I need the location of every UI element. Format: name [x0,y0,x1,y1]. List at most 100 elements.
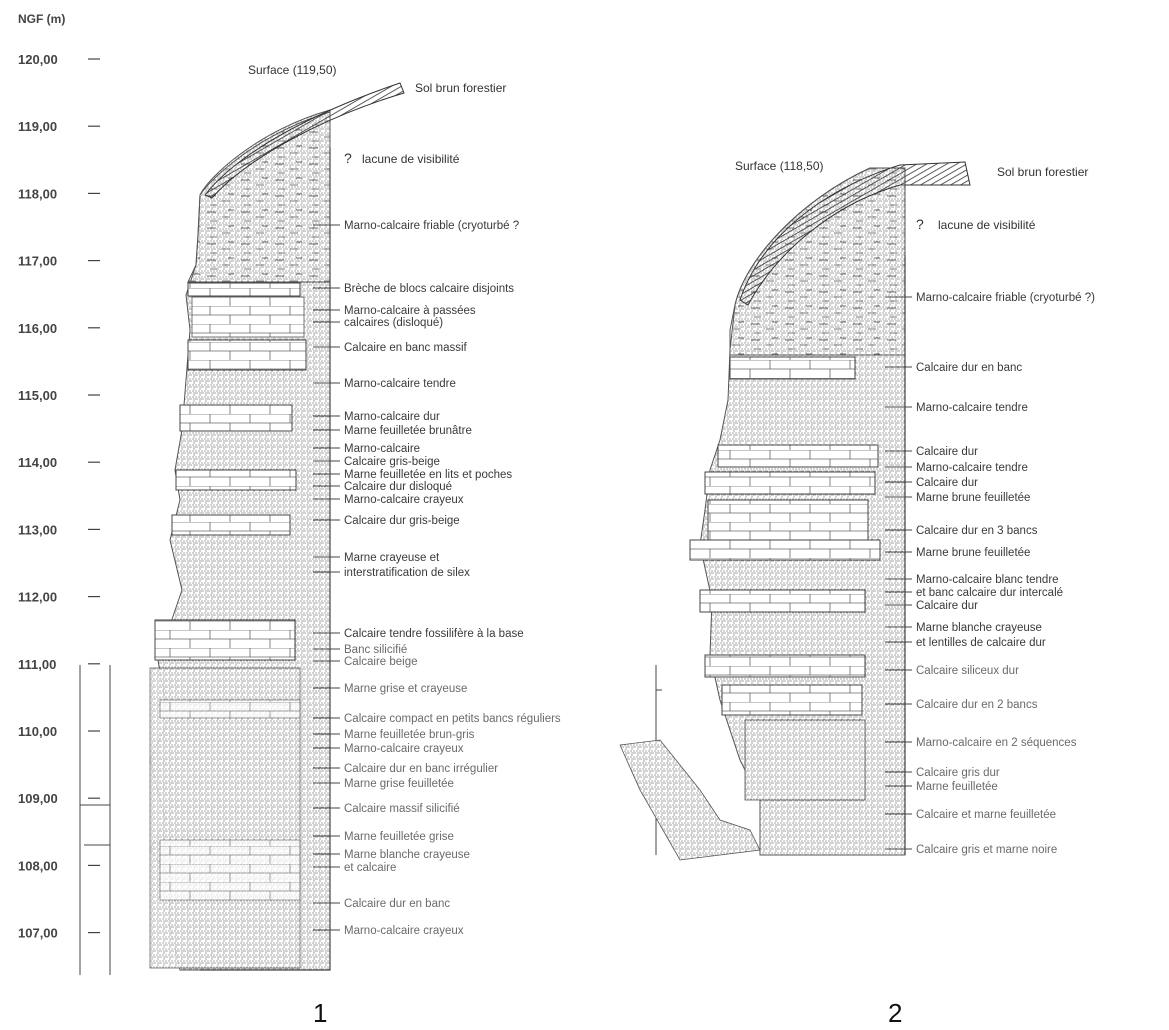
log1-unit-label: Calcaire dur en banc [344,898,450,910]
log1-bed [154,619,296,661]
axis-tick-label: 119,00 [18,119,57,134]
log1-unit-label: Marno-calcaire crayeux [344,494,464,506]
log1-unit-label: Marno-calcaire crayeux [344,743,464,755]
log1-question-mark: ? [344,150,352,166]
log1-surface-label: Surface (119,50) [248,63,337,77]
axis-tick-label: 115,00 [18,388,57,403]
log2-unit-label: Marno-calcaire tendre [916,462,1028,474]
log1-number: 1 [313,998,327,1028]
log1-unit-label: Marne grise et crayeuse [344,683,467,695]
log2-gap-label: lacune de visibilité [938,218,1036,232]
log1-unit-label: Calcaire compact en petits bancs régulie… [344,713,561,725]
log1-bed [179,404,293,432]
axis-tick-label: 118,00 [18,186,57,201]
log1-unit-label: Brèche de blocs calcaire disjoints [344,283,514,295]
log1-unit-label: calcaires (disloqué) [344,317,443,329]
log2-soil-label: Sol brun forestier [997,165,1088,179]
log1-bracket [79,665,111,975]
log2-bed [689,539,881,561]
axis-unit: NGF (m) [18,12,65,26]
log2-unit-label: Calcaire gris et marne noire [916,844,1057,856]
axis-tick-label: 117,00 [18,254,57,269]
log2-bed [699,589,866,613]
log2-unit-label: Marne brune feuilletée [916,547,1030,559]
log2-upper-marl [729,167,906,356]
log2-unit-label: Calcaire dur en 3 bancs [916,525,1038,537]
axis-tick-label: 113,00 [18,522,57,537]
axis-tick-label: 116,00 [18,321,57,336]
log2-unit-label: Calcaire et marne feuilletée [916,809,1056,821]
log2-bed [704,471,876,495]
axis-tick-label: 107,00 [18,926,58,941]
log1-unit-label: interstratification de silex [344,567,470,579]
log2-unit-label: Marne blanche crayeuse [916,622,1042,634]
log1-soil-label: Sol brun forestier [415,81,506,95]
log1-unit-labels: Marno-calcaire friable (cryoturbé ? Brèch… [344,220,561,937]
log1-unit-label: Marno-calcaire dur [344,411,440,423]
axis-tick-label: 112,00 [18,590,57,605]
log-1: Surface (119,50) Sol brun forestier ? la… [79,63,561,1028]
log2-unit-label: Calcaire gris dur [916,767,1000,779]
log1-unit-ticks [313,224,340,931]
log2-unit-label: Calcaire dur [916,446,978,458]
log1-unit-label: Calcaire dur gris-beige [344,515,460,527]
log2-unit-ticks [885,296,912,850]
log1-unit-label: Marne feuilletée grise [344,831,454,843]
log2-unit-label: Calcaire dur [916,600,978,612]
log-2: Surface (118,50) Sol brun forestier ? la… [619,159,1095,1028]
log2-unit-label: Calcaire dur en banc [916,362,1022,374]
log1-unit-label: Calcaire massif silicifié [344,803,460,815]
log2-unit-label: Marne brune feuilletée [916,492,1030,504]
axis-tick-label: 110,00 [18,724,57,739]
log1-unit-label: Marne crayeuse et [344,552,440,564]
log1-unit-label: Calcaire beige [344,656,418,668]
log1-unit-label: Marne grise feuilletée [344,778,454,790]
log2-scree [619,739,761,861]
log1-bed [159,839,301,901]
log1-unit-label: Calcaire dur disloqué [344,481,452,493]
log2-surface-label: Surface (118,50) [735,159,824,173]
log1-bed [187,282,301,297]
log2-unit-label: et lentilles de calcaire dur [916,637,1046,649]
log2-unit-label: Marno-calcaire en 2 séquences [916,737,1077,749]
log1-bed [187,339,307,371]
log2-unit-label: Calcaire dur [916,477,978,489]
log2-bed [721,684,863,716]
log1-bed [191,296,305,338]
axis-tick-label: 111,00 [18,657,56,672]
log1-bed [171,514,291,536]
depth-axis: 120,00119,00118,00117,00116,00115,00114,… [18,52,100,941]
log2-bed [704,654,866,678]
log2-bed [717,444,879,468]
log1-unit-label: Marno-calcaire tendre [344,378,456,390]
axis-tick-label: 120,00 [18,52,58,67]
log1-unit-label: Marno-calcaire friable (cryoturbé ? [344,220,519,232]
log1-bed [159,699,301,719]
axis-tick-label: 108,00 [18,858,58,873]
log2-bed [729,356,856,380]
log2-unit-label: Calcaire siliceux dur [916,665,1019,677]
log1-unit-label: Marne blanche crayeuse [344,849,470,861]
axis-tick-label: 109,00 [18,791,58,806]
log1-bed [175,469,297,491]
log2-question-mark: ? [916,216,924,232]
log2-bed [744,719,866,801]
log2-number: 2 [888,998,902,1028]
log1-gap-label: lacune de visibilité [362,152,460,166]
log1-soil [204,82,405,199]
log1-unit-label: Calcaire en banc massif [344,342,468,354]
log1-upper-marl [187,111,331,283]
log1-unit-label: Calcaire dur en banc irrégulier [344,763,498,775]
log1-unit-label: Calcaire tendre fossilifère à la base [344,628,524,640]
log1-unit-label: Calcaire gris-beige [344,456,440,468]
log1-unit-label: Marno-calcaire [344,443,420,455]
log2-unit-labels: Marno-calcaire friable (cryoturbé ?) Calc… [916,292,1095,856]
log2-unit-label: Marno-calcaire friable (cryoturbé ?) [916,292,1095,304]
log1-unit-label: Marne feuilletée brunâtre [344,425,472,437]
log1-unit-label: et calcaire [344,862,396,874]
log2-unit-label: Marno-calcaire tendre [916,402,1028,414]
log2-unit-label: Marno-calcaire blanc tendre [916,574,1059,586]
log1-unit-label: Marne feuilletée en lits et poches [344,469,512,481]
log1-reference-line [200,148,331,971]
